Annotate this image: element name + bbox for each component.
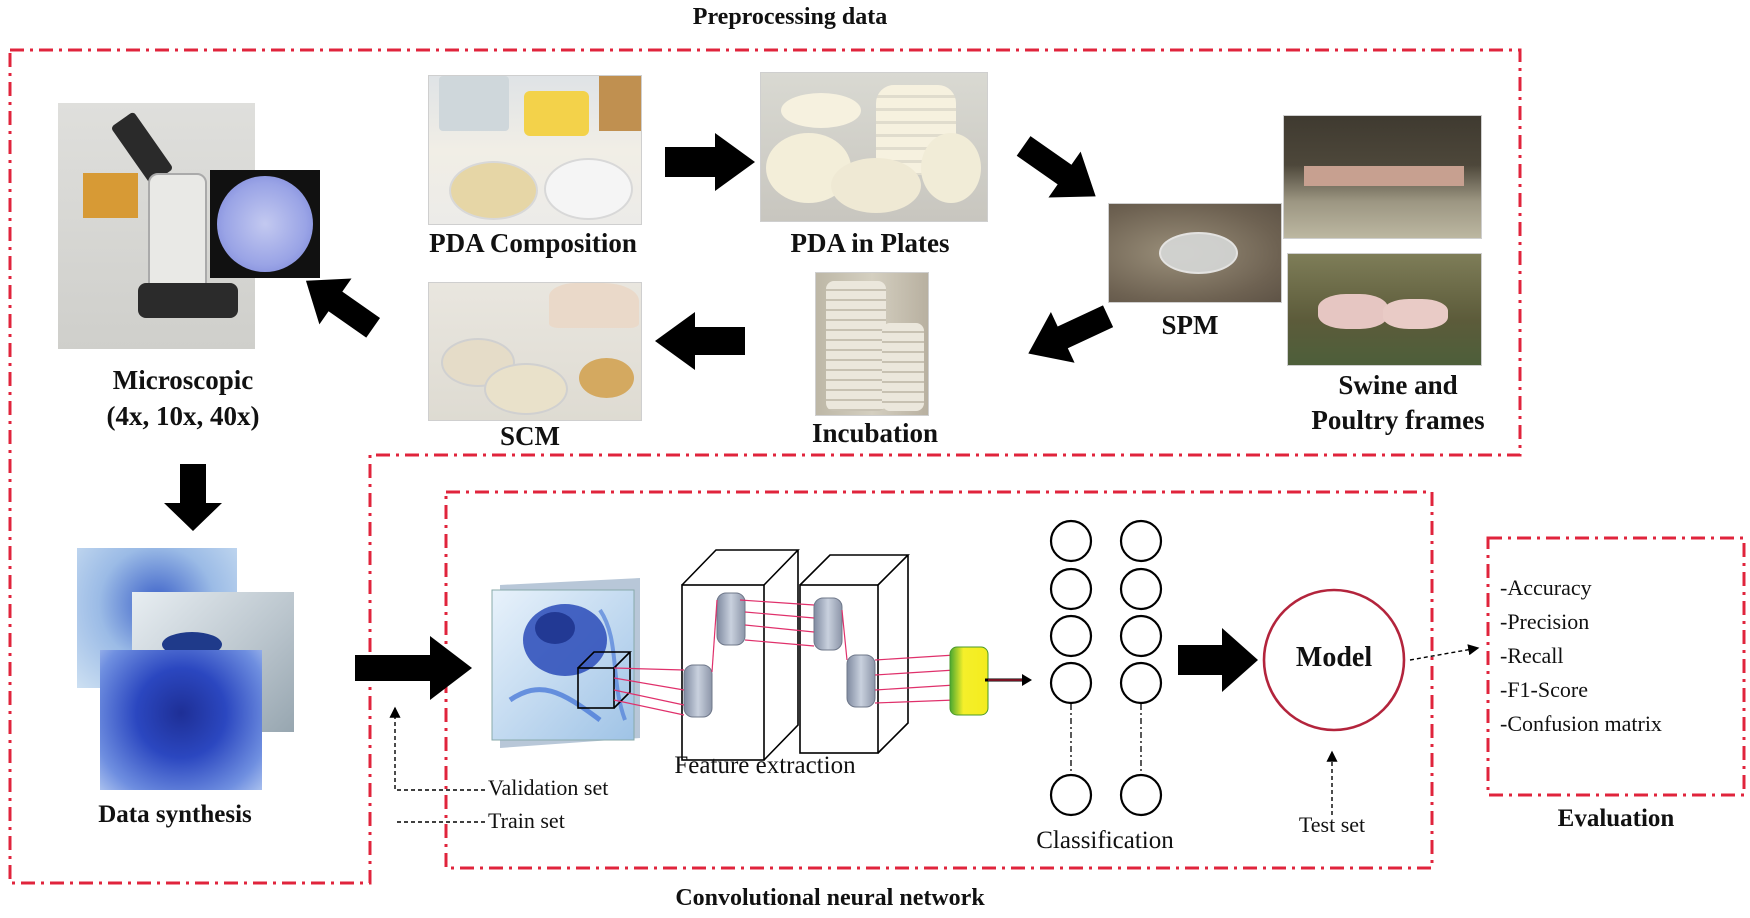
- feature-map-1: [681, 549, 800, 761]
- incubation-photo: [815, 272, 929, 416]
- input-image-slab: [491, 578, 640, 748]
- pda-plates-photo: [760, 72, 988, 222]
- connection-lines: [613, 599, 956, 716]
- label-pda-plates: PDA in Plates: [790, 228, 950, 258]
- microscope-view-inset: [210, 170, 320, 278]
- arrow-microscopic-to-synthesis: [164, 464, 222, 531]
- arrow-classification-to-model: [1178, 628, 1258, 692]
- arrow-synthesis-to-network: [355, 636, 472, 700]
- label-test-set: Test set: [1298, 812, 1366, 837]
- label-pda-composition: PDA Composition: [429, 228, 637, 258]
- metric-item: -Precision: [1500, 609, 1590, 634]
- label-spm: SPM: [1161, 310, 1219, 340]
- preprocessing-title: Preprocessing data: [692, 4, 888, 30]
- arrow-scm-to-microscopic: [305, 278, 381, 338]
- label-swine-line1: Swine and: [1338, 370, 1458, 400]
- arrow-composition-to-plates: [665, 133, 755, 191]
- metric-item: -Recall: [1500, 643, 1564, 668]
- validation-line: [389, 706, 485, 791]
- label-train-set: Train set: [488, 808, 565, 833]
- swine-frame-2-photo: [1287, 253, 1482, 366]
- label-classification: Classification: [1036, 827, 1174, 854]
- label-scm: SCM: [500, 421, 560, 451]
- evaluation-title: Evaluation: [1557, 805, 1675, 832]
- conv-filters: [683, 592, 876, 718]
- swine-frame-1-photo: [1283, 115, 1482, 239]
- label-microscopic-line2: (4x, 10x, 40x): [106, 401, 260, 431]
- label-validation-set: Validation set: [488, 775, 609, 800]
- arrow-plates-to-spm: [1016, 136, 1096, 198]
- label-swine-line2: Poultry frames: [1311, 405, 1485, 435]
- preprocessing-border: [8, 48, 1522, 885]
- model-to-evaluation-line: [1409, 644, 1480, 661]
- evaluation-border: [1486, 536, 1746, 797]
- flatten-layer: [949, 646, 1032, 716]
- cnn-title: Convolutional neural network: [675, 885, 985, 911]
- label-incubation: Incubation: [811, 418, 939, 448]
- arrow-incubation-to-scm: [655, 312, 745, 370]
- label-feature-extraction: Feature extraction: [674, 752, 856, 779]
- model-circle: [1262, 588, 1406, 732]
- scm-photo: [428, 282, 642, 421]
- metric-item: -Confusion matrix: [1500, 711, 1662, 736]
- metric-item: -Accuracy: [1500, 575, 1592, 600]
- feature-map-2: [799, 554, 910, 754]
- label-microscopic-line1: Microscopic: [112, 365, 254, 395]
- synthesis-image-3: [100, 650, 262, 790]
- pda-composition-photo: [428, 75, 642, 225]
- spm-photo: [1108, 203, 1282, 303]
- dense-neurons: [1049, 519, 1163, 817]
- label-model: Model: [1295, 642, 1373, 673]
- metrics-list: -Accuracy -Precision -Recall -F1-Score -…: [1500, 571, 1740, 741]
- arrow-spm-to-incubation: [1028, 305, 1114, 363]
- metric-item: -F1-Score: [1500, 677, 1588, 702]
- label-data-synthesis: Data synthesis: [98, 801, 252, 828]
